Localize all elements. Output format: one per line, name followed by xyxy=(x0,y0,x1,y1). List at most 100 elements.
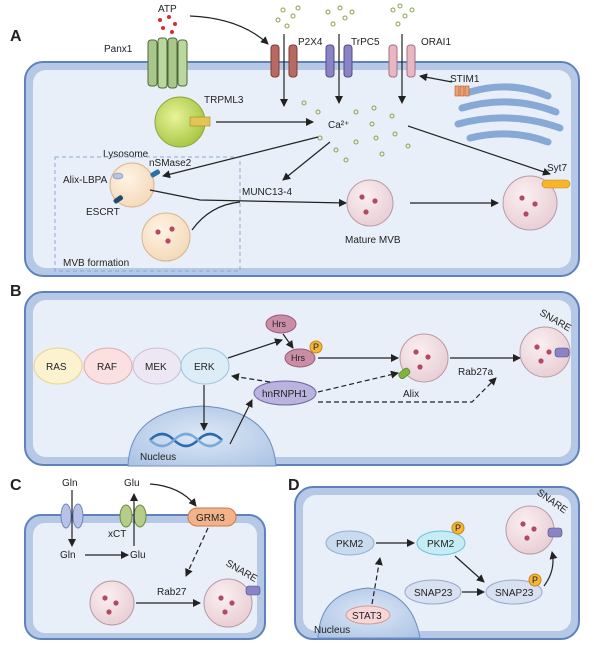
hrs-top-label: Hrs xyxy=(272,319,286,329)
stat3-label: STAT3 xyxy=(352,611,382,622)
nsmase2-label: nSMase2 xyxy=(149,158,192,169)
panel-d: D PKM2 PKM2 P SNAP23 SNAP23 P SNARE STAT… xyxy=(288,477,580,640)
munc13-label: MUNC13-4 xyxy=(242,187,292,198)
endoplasmic-reticulum xyxy=(454,83,564,146)
panel-a: A Panx1 ATP P2X4 xyxy=(10,3,580,277)
ca-to-syt7-arrow xyxy=(407,125,551,176)
pkm2-node-left xyxy=(325,530,375,556)
hrs-node xyxy=(284,348,316,368)
hrs-node-top xyxy=(265,314,297,334)
mek-label: MEK xyxy=(145,362,167,373)
alix-label: Alix xyxy=(403,389,419,400)
panel-b-letter: B xyxy=(10,283,22,300)
snap23-node-right xyxy=(485,579,543,605)
stim1-protein xyxy=(454,85,470,97)
docked-mvb xyxy=(502,175,558,231)
docked-vesicle-d xyxy=(505,505,555,555)
mvb-formation-box xyxy=(54,156,241,272)
extracellular-calcium xyxy=(275,3,415,29)
xct-transporter xyxy=(119,504,147,528)
snap23-right-label: SNAP23 xyxy=(495,588,534,599)
ras-node xyxy=(33,347,83,385)
panel-c: C Gln Gln Glu xCT Glu GRM3 Rab27 xyxy=(10,477,266,640)
panel-b: B RAS RAF MEK ERK Hrs Hrs P Alix Rab27a xyxy=(10,283,580,467)
rab27a-label: Rab27a xyxy=(458,367,493,378)
grm3-receptor xyxy=(187,507,237,527)
grm3-to-rab27-arrow xyxy=(185,527,209,577)
snap23-left-label: SNAP23 xyxy=(414,588,453,599)
glu-top-label: Glu xyxy=(124,478,140,489)
stim1-to-orai1-arrow xyxy=(419,73,453,83)
escrt-label: ESCRT xyxy=(86,207,120,218)
orai1-channel xyxy=(388,44,416,78)
docked-vesicle-c xyxy=(203,578,253,628)
docked-vesicle-b xyxy=(519,326,571,378)
dna-strand-b2 xyxy=(149,432,223,448)
xct-label: xCT xyxy=(108,529,126,540)
pkm2-node-right xyxy=(416,530,466,556)
mature-mvb xyxy=(346,179,394,227)
nucleus-d-label: Nucleus xyxy=(314,625,350,636)
nucleus-b-label: Nucleus xyxy=(140,452,176,463)
docked-mvb-ilvs xyxy=(519,195,538,217)
panel-c-letter: C xyxy=(10,477,22,494)
raf-label: RAF xyxy=(97,362,117,373)
cytosolic-calcium xyxy=(301,100,411,163)
hnrnph1-to-rab27a-arrow xyxy=(318,377,497,403)
panel-a-letter: A xyxy=(10,28,22,45)
mature-mvb-ilvs xyxy=(359,194,378,215)
cytoplasm-c xyxy=(33,523,257,633)
snare-complex-b xyxy=(554,347,570,358)
mvb-b xyxy=(399,333,449,383)
alix-lbpa-marker xyxy=(112,172,124,180)
hnrnph1-to-alix-arrow xyxy=(317,370,399,393)
ras-label: RAS xyxy=(46,362,67,373)
erk-label: ERK xyxy=(194,362,215,373)
hrs-phosphate-label: P xyxy=(313,342,319,352)
pkm2-right-label: PKM2 xyxy=(427,539,455,550)
alix-lbpa-label: Alix-LBPA xyxy=(63,175,108,186)
hrs-phospho-arrow xyxy=(282,333,294,349)
snap23-phosphate-label: P xyxy=(532,575,538,585)
pkm2-phosphate xyxy=(451,521,465,535)
escrt-marker xyxy=(113,195,124,204)
atp-to-p2x4-arrow xyxy=(189,15,269,45)
hnrnph1-node xyxy=(253,380,317,406)
mvb-c xyxy=(89,580,135,626)
rab27-label: Rab27 xyxy=(157,587,187,598)
lysosome-label: Lysosome xyxy=(103,149,149,160)
mvb-merge-line xyxy=(191,201,241,231)
docked-vesicle-d-ilvs xyxy=(520,521,537,541)
glu-bottom-label: Glu xyxy=(130,550,146,561)
glu-to-grm3-arrow xyxy=(149,483,197,507)
panel-d-letter: D xyxy=(288,477,300,494)
ca-to-nsmase2-arrow xyxy=(162,136,319,179)
snap23-phosphate xyxy=(528,573,542,587)
trpc5-channel xyxy=(325,44,353,78)
atp-molecules xyxy=(158,15,177,34)
mature-mvb-label: Mature MVB xyxy=(345,235,401,246)
docked-vesicle-c-ilvs xyxy=(218,595,235,615)
erk-node xyxy=(180,347,230,385)
gln-top-label: Gln xyxy=(62,478,78,489)
pkm2-phosphate-label: P xyxy=(455,523,461,533)
orai1-label: ORAI1 xyxy=(421,37,451,48)
hnrnph1-label: hnRNPH1 xyxy=(262,389,307,400)
pkm2-left-label: PKM2 xyxy=(336,539,364,550)
grm3-label: GRM3 xyxy=(196,513,225,524)
nsmase2-marker xyxy=(150,169,161,178)
trpml3-label: TRPML3 xyxy=(204,95,244,106)
nucleus-to-hnrnph1-arrow xyxy=(229,399,253,445)
alix-to-mature-mvb-arrow xyxy=(149,189,347,207)
mvb-c-ilvs xyxy=(102,595,119,615)
trpc5-label: TrPC5 xyxy=(351,37,380,48)
panx1-label: Panx1 xyxy=(104,44,133,55)
pkm2-to-snap23-arrow xyxy=(454,555,485,583)
p2x4-label: P2X4 xyxy=(298,37,323,48)
hnrnph1-to-erk-arrow xyxy=(231,373,271,383)
atp-label: ATP xyxy=(158,4,177,15)
p2x4-channel xyxy=(270,44,298,78)
raf-node xyxy=(83,347,133,385)
alix-protein xyxy=(398,367,411,379)
